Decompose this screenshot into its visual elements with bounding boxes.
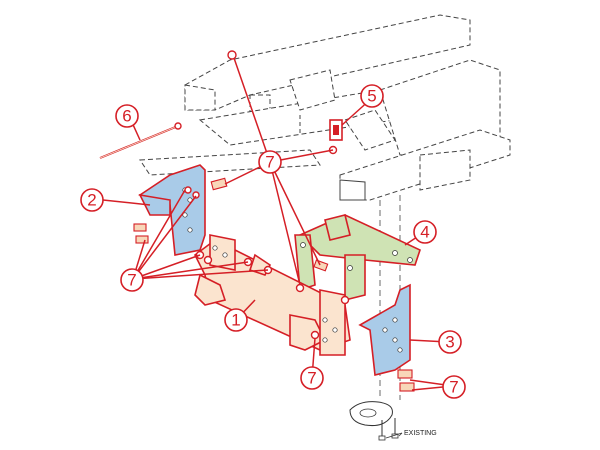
- callout-1-label: 1: [231, 311, 240, 330]
- main-crossmember-part-1: [193, 234, 351, 356]
- callout-6: 6: [115, 104, 139, 128]
- callout-5: 5: [360, 84, 384, 108]
- callout-7-left-label: 7: [127, 271, 136, 290]
- center-bracket-part-4: [294, 214, 421, 302]
- callout-7-top: 7: [258, 150, 282, 174]
- callout-3: 3: [438, 330, 462, 354]
- callout-2: 2: [80, 188, 104, 212]
- callout-1: 1: [224, 308, 248, 332]
- vehicle-frame: [139, 14, 511, 400]
- hardware-part-7: [133, 50, 415, 392]
- existing-tow-hook: EXISTING: [349, 401, 437, 441]
- callout-3-label: 3: [445, 333, 454, 352]
- existing-label: EXISTING: [404, 430, 437, 437]
- callout-7-right-label: 7: [449, 378, 458, 397]
- callout-2-label: 2: [87, 191, 96, 210]
- callout-6-label: 6: [122, 107, 131, 126]
- rod-part-6: [99, 125, 179, 159]
- callout-7-top-label: 7: [265, 153, 274, 172]
- callout-7-right: 7: [442, 375, 466, 399]
- callout-7-bottom: 7: [300, 366, 324, 390]
- callout-4: 4: [413, 220, 437, 244]
- side-bracket-part-3: [358, 283, 411, 376]
- callout-4-label: 4: [420, 223, 429, 242]
- callout-7-bottom-label: 7: [307, 369, 316, 388]
- callout-5-label: 5: [367, 87, 376, 106]
- clip-part-5: [329, 119, 343, 141]
- callout-7-left: 7: [120, 268, 144, 292]
